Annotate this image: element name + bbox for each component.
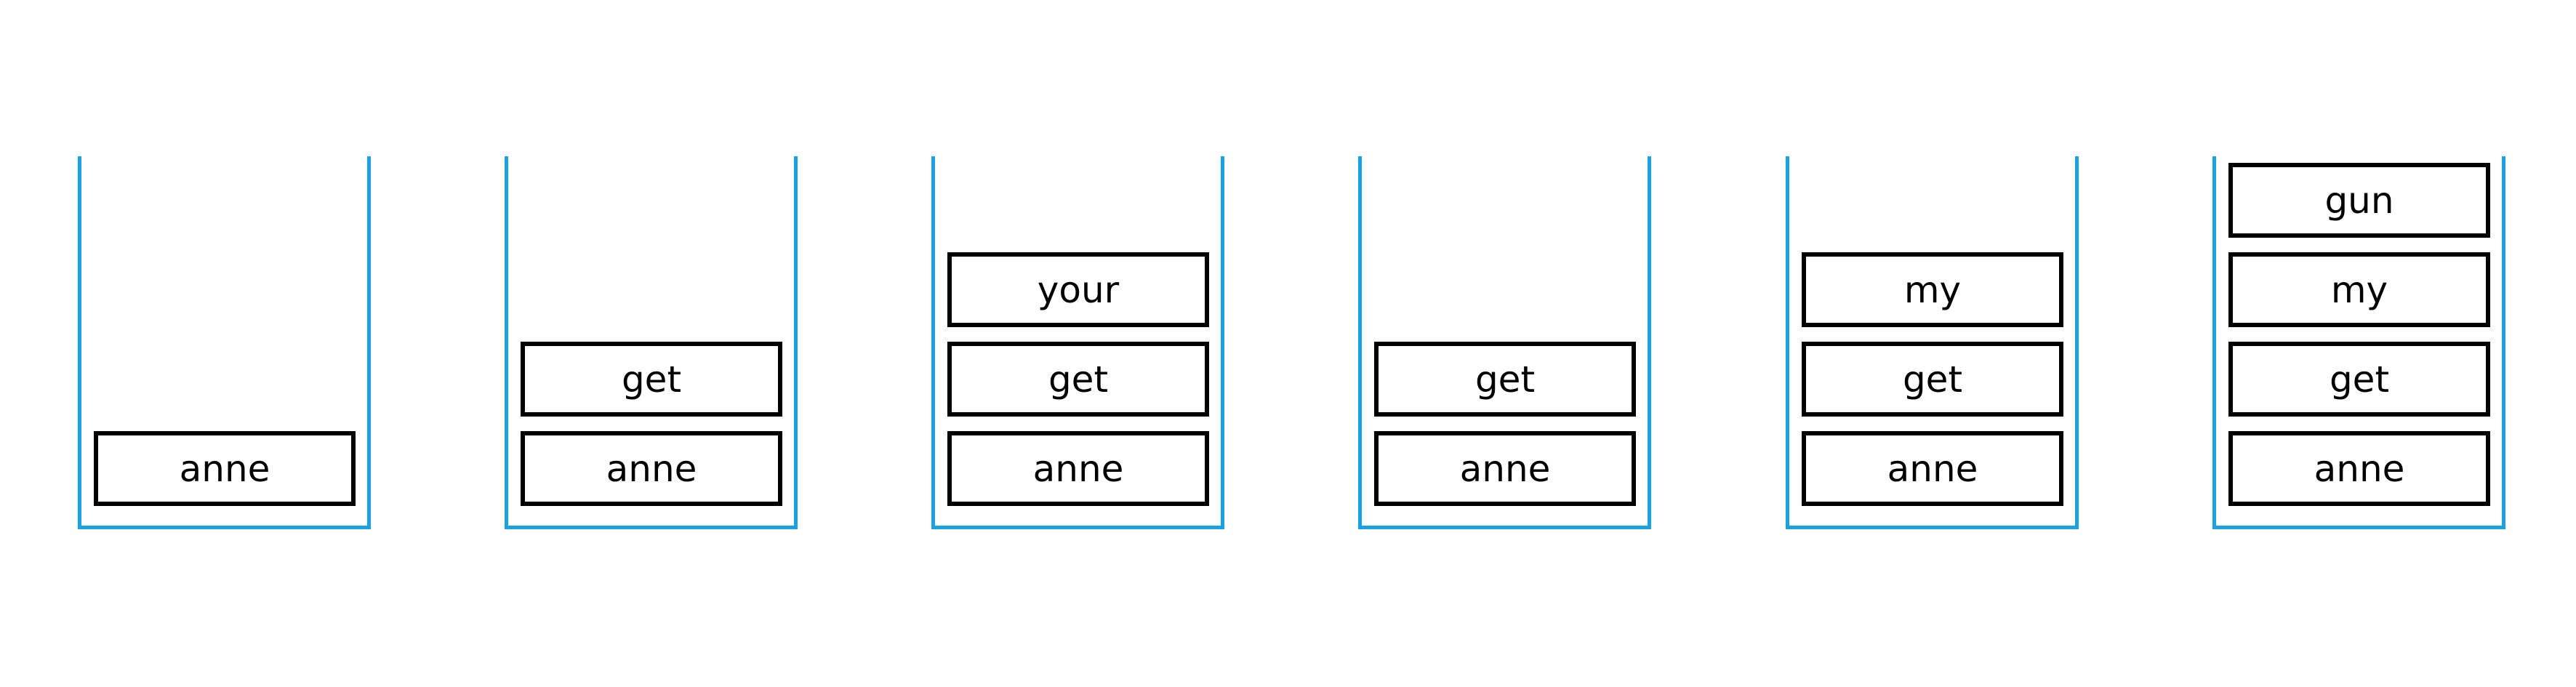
stack-item: anne — [2228, 431, 2490, 506]
stack-item: my — [2228, 252, 2490, 327]
stack-item: anne — [1802, 431, 2063, 506]
stack-item: anne — [947, 431, 1209, 506]
stack-item: gun — [2228, 163, 2490, 238]
stack-item: my — [1802, 252, 2063, 327]
stack-5: anne get my — [1786, 156, 2079, 529]
stack-item: get — [1374, 342, 1636, 417]
stack-4: anne get — [1358, 156, 1651, 529]
stack-item: get — [947, 342, 1209, 417]
stack-item: get — [2228, 342, 2490, 417]
stack-item: your — [947, 252, 1209, 327]
stack-6: anne get my gun — [2212, 156, 2505, 529]
stack-item: anne — [1374, 431, 1636, 506]
stack-item: get — [1802, 342, 2063, 417]
stack-2: anne get — [505, 156, 798, 529]
stack-1: anne — [78, 156, 371, 529]
stack-item: get — [521, 342, 782, 417]
stack-3: anne get your — [931, 156, 1224, 529]
stack-item: anne — [521, 431, 782, 506]
stack-item: anne — [94, 431, 356, 506]
